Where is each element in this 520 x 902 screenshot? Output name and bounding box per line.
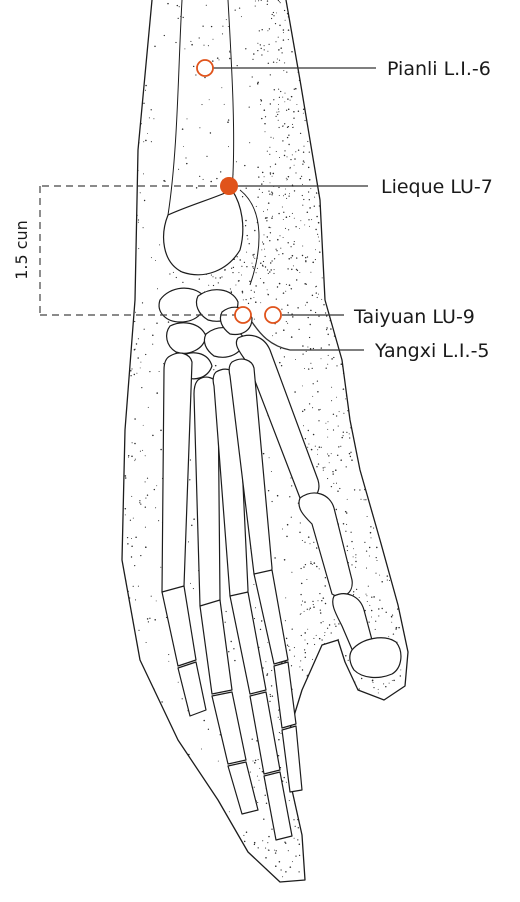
label-pianli: Pianli L.I.-6 [387,58,491,80]
point-labels: Pianli L.I.-6 Lieque LU-7 Taiyuan LU-9 Y… [353,58,493,362]
label-yangxi: Yangxi L.I.-5 [374,340,490,362]
yangxi-point-marker [235,307,251,323]
label-lieque: Lieque LU-7 [381,176,493,198]
label-taiyuan: Taiyuan LU-9 [353,306,475,328]
taiyuan-point-marker [265,307,281,323]
acupuncture-points [197,60,281,323]
finger-phalanges [162,570,302,840]
leader-yangxi [252,322,364,350]
metacarpal-bones [162,353,272,611]
pianli-point-marker [197,60,213,76]
lieque-point-marker [221,178,238,195]
measure-label: 1.5 cun [12,220,31,280]
